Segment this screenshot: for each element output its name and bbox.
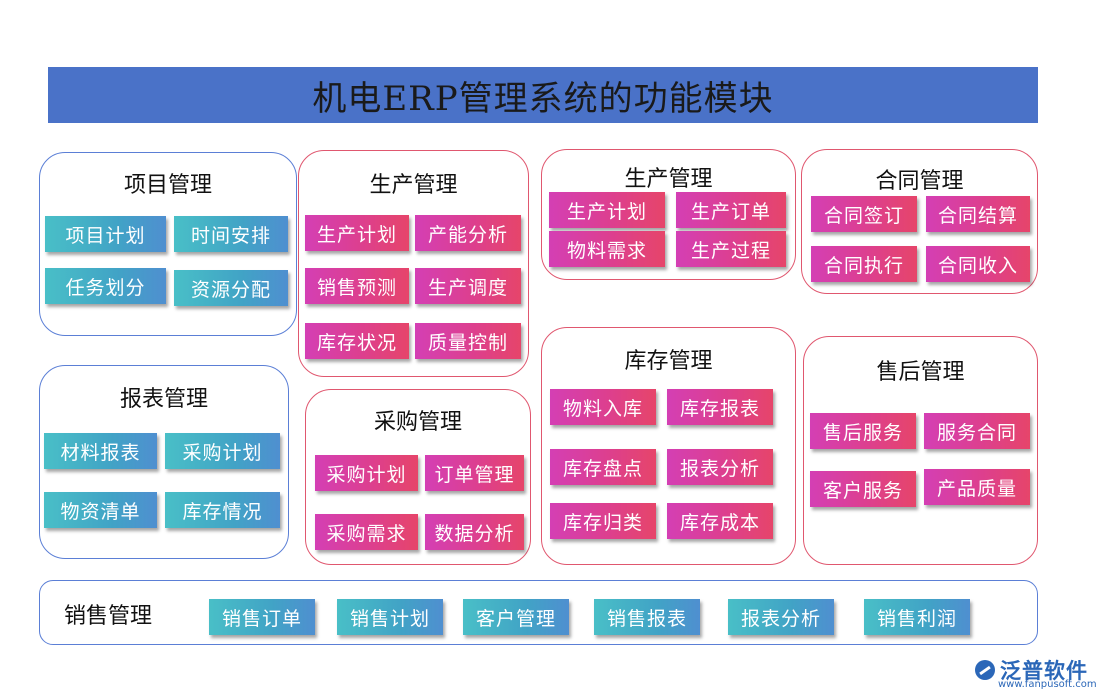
module-button[interactable]: 销售报表 (594, 599, 700, 635)
module-button[interactable]: 报表分析 (667, 449, 773, 485)
panel-title: 报表管理 (119, 387, 208, 412)
module-button[interactable]: 服务合同 (924, 413, 1030, 449)
module-button[interactable]: 售后服务 (810, 413, 916, 449)
panel-purchase-management: 采购管理 采购计划 订单管理 采购需求 数据分析 (305, 389, 531, 565)
module-button[interactable]: 合同收入 (926, 246, 1030, 282)
brand-logo-icon (975, 660, 995, 680)
panel-project-management: 项目管理 项目计划 时间安排 任务划分 资源分配 (39, 152, 297, 336)
module-button[interactable]: 质量控制 (415, 323, 521, 359)
module-button[interactable]: 生产计划 (305, 215, 409, 251)
module-button[interactable]: 库存归类 (550, 503, 656, 539)
module-button[interactable]: 采购计划 (165, 433, 280, 469)
panel-title: 合同管理 (875, 169, 964, 194)
module-button[interactable]: 销售预测 (305, 268, 409, 304)
panel-report-management: 报表管理 材料报表 采购计划 物资清单 库存情况 (39, 365, 289, 559)
title-bar: 机电ERP管理系统的功能模块 (48, 67, 1038, 123)
module-button[interactable]: 库存状况 (305, 323, 409, 359)
panel-title: 库存管理 (624, 349, 713, 374)
module-button[interactable]: 客户服务 (810, 471, 916, 507)
module-button[interactable]: 报表分析 (728, 599, 834, 635)
brand-logo: 泛普软件 (975, 655, 1088, 685)
module-button[interactable]: 生产订单 (676, 192, 786, 228)
module-button[interactable]: 合同结算 (926, 196, 1030, 232)
panel-after-sales-management: 售后管理 售后服务 服务合同 客户服务 产品质量 (803, 336, 1038, 565)
module-button[interactable]: 库存成本 (667, 503, 773, 539)
module-button[interactable]: 物资清单 (44, 492, 157, 528)
module-button[interactable]: 采购需求 (315, 514, 418, 550)
panel-title: 生产管理 (624, 167, 713, 192)
sales-management-label: 销售管理 (64, 604, 153, 629)
module-button[interactable]: 销售计划 (337, 599, 443, 635)
module-button[interactable]: 产品质量 (924, 469, 1030, 505)
panel-title: 售后管理 (876, 360, 965, 385)
panel-title: 项目管理 (123, 173, 212, 198)
panel-inventory-management: 库存管理 物料入库 库存报表 库存盘点 报表分析 库存归类 库存成本 (541, 327, 796, 565)
module-button[interactable]: 合同执行 (811, 246, 917, 282)
module-button[interactable]: 物料需求 (549, 231, 665, 267)
module-button[interactable]: 生产过程 (676, 231, 786, 267)
module-button[interactable]: 生产计划 (549, 192, 665, 228)
module-button[interactable]: 采购计划 (315, 455, 418, 491)
module-button[interactable]: 数据分析 (425, 514, 524, 550)
brand-url: www.fanpusoft.com (998, 679, 1097, 690)
module-button[interactable]: 物料入库 (550, 389, 656, 425)
module-button[interactable]: 资源分配 (174, 270, 288, 306)
page-title: 机电ERP管理系统的功能模块 (312, 78, 774, 119)
module-button[interactable]: 材料报表 (44, 433, 157, 469)
module-button[interactable]: 销售订单 (209, 599, 315, 635)
panel-title: 采购管理 (373, 410, 462, 435)
module-button[interactable]: 时间安排 (174, 216, 288, 252)
brand-name: 泛普软件 (1000, 659, 1088, 683)
module-button[interactable]: 客户管理 (463, 599, 569, 635)
module-button[interactable]: 生产调度 (415, 268, 521, 304)
panel-title: 生产管理 (369, 173, 458, 198)
module-button[interactable]: 订单管理 (425, 455, 524, 491)
module-button[interactable]: 库存报表 (667, 389, 773, 425)
module-button[interactable]: 产能分析 (415, 215, 521, 251)
module-button[interactable]: 库存盘点 (550, 449, 656, 485)
panel-production-management-2: 生产管理 生产计划 生产订单 物料需求 生产过程 (541, 149, 796, 280)
panel-contract-management: 合同管理 合同签订 合同结算 合同执行 合同收入 (801, 149, 1038, 294)
module-button[interactable]: 项目计划 (45, 216, 166, 252)
module-button[interactable]: 合同签订 (811, 196, 917, 232)
module-button[interactable]: 库存情况 (165, 492, 280, 528)
panel-production-management: 生产管理 生产计划 产能分析 销售预测 生产调度 库存状况 质量控制 (298, 150, 529, 377)
module-button[interactable]: 销售利润 (864, 599, 970, 635)
module-button[interactable]: 任务划分 (45, 268, 166, 304)
